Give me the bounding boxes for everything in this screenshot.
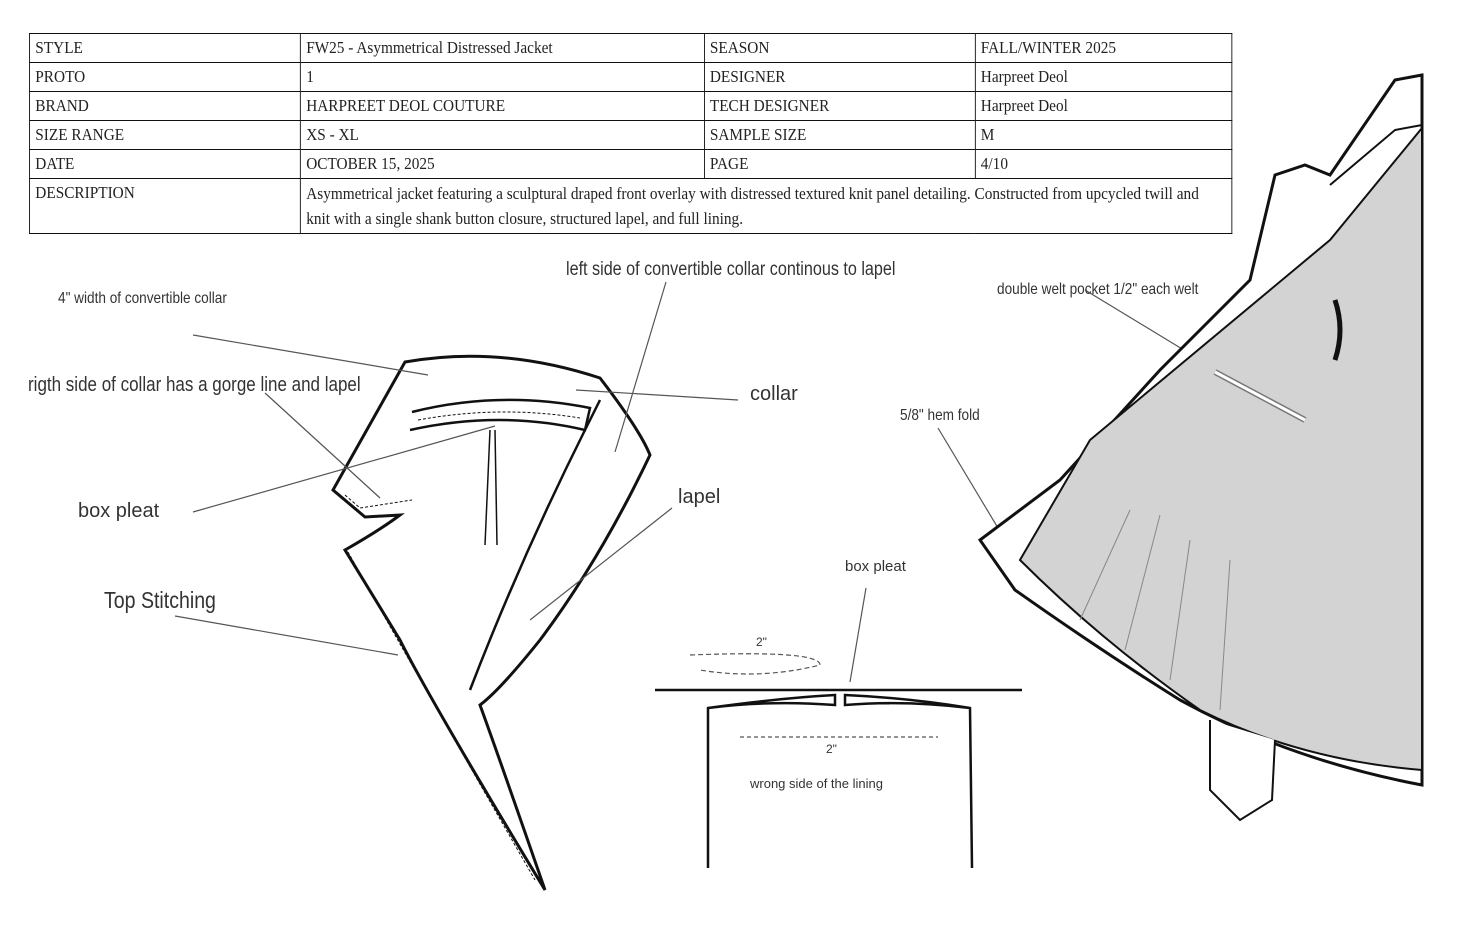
callout-double-welt: double welt pocket 1/2" each welt <box>997 281 1199 298</box>
jacket-view-drawing <box>977 73 1424 822</box>
spec-label: STYLE <box>29 33 301 63</box>
spec-value: OCTOBER 15, 2025 <box>299 149 705 179</box>
callout-collar: collar <box>750 383 798 405</box>
spec-value: M <box>974 120 1233 150</box>
spec-value: FALL/WINTER 2025 <box>974 33 1233 63</box>
callout-left-collar: left side of convertible collar continou… <box>566 259 896 280</box>
callout-lapel: lapel <box>678 486 721 508</box>
callout-box-pleat: box pleat <box>78 500 160 522</box>
description-label: DESCRIPTION <box>29 178 301 234</box>
spec-value: FW25 - Asymmetrical Distressed Jacket <box>299 33 705 63</box>
spec-value: XS - XL <box>299 120 705 150</box>
description-text: Asymmetrical jacket featuring a sculptur… <box>299 178 1233 234</box>
spec-label: DESIGNER <box>703 62 976 92</box>
pleat-width-measure: 2" <box>826 742 837 756</box>
spec-value: HARPREET DEOL COUTURE <box>299 91 705 121</box>
pleat-depth-measure: 2" <box>756 635 767 649</box>
box-pleat-drawing <box>655 653 1022 869</box>
spec-value: Harpreet Deol <box>974 62 1233 92</box>
spec-label: PAGE <box>703 149 976 179</box>
spec-label: SIZE RANGE <box>29 120 301 150</box>
callout-top-stitching: Top Stitching <box>104 587 216 613</box>
lining-side-label: wrong side of the lining <box>750 776 883 791</box>
collar-lapel-drawing <box>331 354 652 891</box>
callout-collar-width: 4" width of convertible collar <box>58 290 227 307</box>
callout-hem-fold: 5/8" hem fold <box>900 407 980 424</box>
description-row: DESCRIPTION Asymmetrical jacket featurin… <box>29 178 1233 234</box>
callout-box-pleat-detail: box pleat <box>845 558 906 575</box>
callout-right-collar: rigth side of collar has a gorge line an… <box>28 374 361 396</box>
